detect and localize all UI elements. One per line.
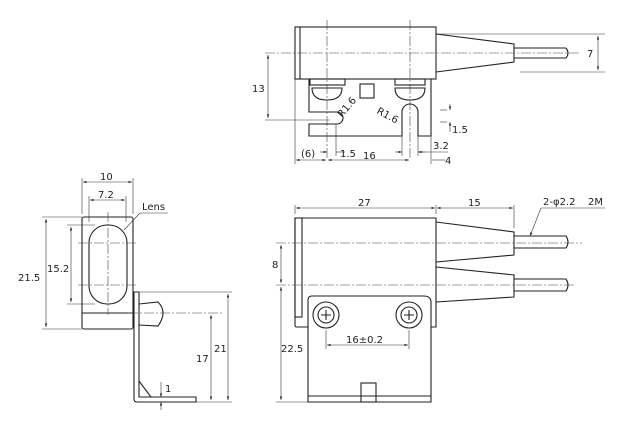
dim-13: 13 — [252, 84, 265, 95]
radius-right: R1.6 — [375, 106, 400, 126]
cable-spec: 2-φ2.2 — [543, 197, 575, 208]
dim-7-2: 7.2 — [98, 190, 114, 201]
radius-left: R1.6 — [336, 95, 359, 120]
dim-21-5: 21.5 — [18, 273, 40, 284]
dim-21: 21 — [214, 344, 227, 355]
top-view: 13 7 R1.6 R1.6 1.5 (6) 1.5 16 3.2 4 — [252, 20, 605, 167]
dim-22-5: 22.5 — [281, 344, 303, 355]
cable-length: 2M — [588, 197, 603, 208]
dim-16-tolerance: 16±0.2 — [346, 335, 383, 346]
dim-1: 1 — [165, 384, 171, 395]
dim-1-5: 1.5 — [340, 149, 356, 160]
dim-1-5-slot: 1.5 — [452, 125, 468, 136]
screw-left — [312, 301, 340, 329]
dim-17: 17 — [196, 354, 209, 365]
dim-6: (6) — [301, 149, 315, 160]
dim-10: 10 — [100, 172, 113, 183]
side-view: 10 7.2 Lens 21.5 15.2 21 17 1 — [18, 172, 232, 410]
dim-27: 27 — [358, 198, 371, 209]
dim-15: 15 — [468, 198, 481, 209]
dim-15-2: 15.2 — [47, 264, 69, 275]
dim-3-2: 3.2 — [433, 141, 449, 152]
dim-8: 8 — [272, 260, 278, 271]
lens-label: Lens — [142, 202, 165, 213]
dim-7: 7 — [587, 49, 593, 60]
front-view: 27 15 2-φ2.2 2M 8 22.5 16±0.2 — [272, 197, 605, 403]
dim-4: 4 — [445, 156, 451, 167]
screw-right — [395, 301, 423, 329]
dim-16: 16 — [363, 151, 376, 162]
